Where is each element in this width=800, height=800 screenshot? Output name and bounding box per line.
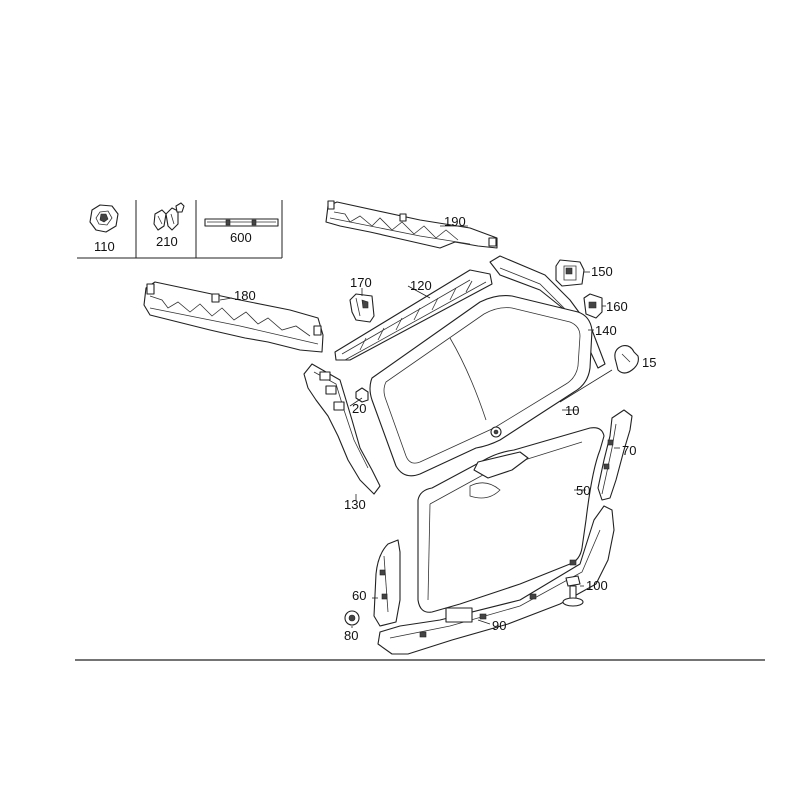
clip-150: [555, 259, 585, 287]
legend-box: 110 210 600: [77, 200, 283, 259]
callout-labels: 190 180 170 120 150 160 140 15 20 10 70 …: [234, 214, 656, 643]
callout-190: 190: [444, 214, 466, 229]
callout-160: 160: [606, 299, 628, 314]
callout-90: 90: [492, 618, 506, 633]
wrench-icon: [614, 345, 639, 374]
side-trim-60: [373, 539, 401, 627]
upper-panel-120: [334, 269, 493, 361]
trim-strip-190: [325, 200, 498, 249]
bolt-100: [562, 575, 584, 607]
clip-set-icon: [153, 202, 185, 231]
callout-60: 60: [352, 588, 366, 603]
legend-label-210: 210: [156, 234, 178, 249]
nut-80: [344, 610, 360, 626]
callout-150: 150: [591, 264, 613, 279]
callout-170: 170: [350, 275, 372, 290]
pillar-trim-130: [303, 363, 381, 495]
callout-140: 140: [595, 323, 617, 338]
callout-120: 120: [410, 278, 432, 293]
callout-130: 130: [344, 497, 366, 512]
tailgate-panel-50: [417, 427, 605, 613]
clip-170: [349, 293, 375, 323]
callout-180: 180: [234, 288, 256, 303]
clip-160: [583, 293, 603, 319]
clip-20: [355, 387, 369, 403]
legend-label-110: 110: [94, 239, 115, 254]
leader-lines: [219, 225, 620, 628]
callout-20: 20: [352, 401, 366, 416]
callout-100: 100: [586, 578, 608, 593]
callout-10: 10: [565, 403, 579, 418]
callout-15: 15: [642, 355, 656, 370]
rear-window-10: [369, 295, 593, 477]
callout-80: 80: [344, 628, 358, 643]
legend-label-600: 600: [230, 230, 252, 245]
side-trim-70: [597, 409, 633, 501]
strip-icon: [204, 218, 279, 227]
callout-70: 70: [622, 443, 636, 458]
trim-strip-180: [143, 281, 324, 353]
clip-icon: [89, 204, 119, 233]
callout-50: 50: [576, 483, 590, 498]
